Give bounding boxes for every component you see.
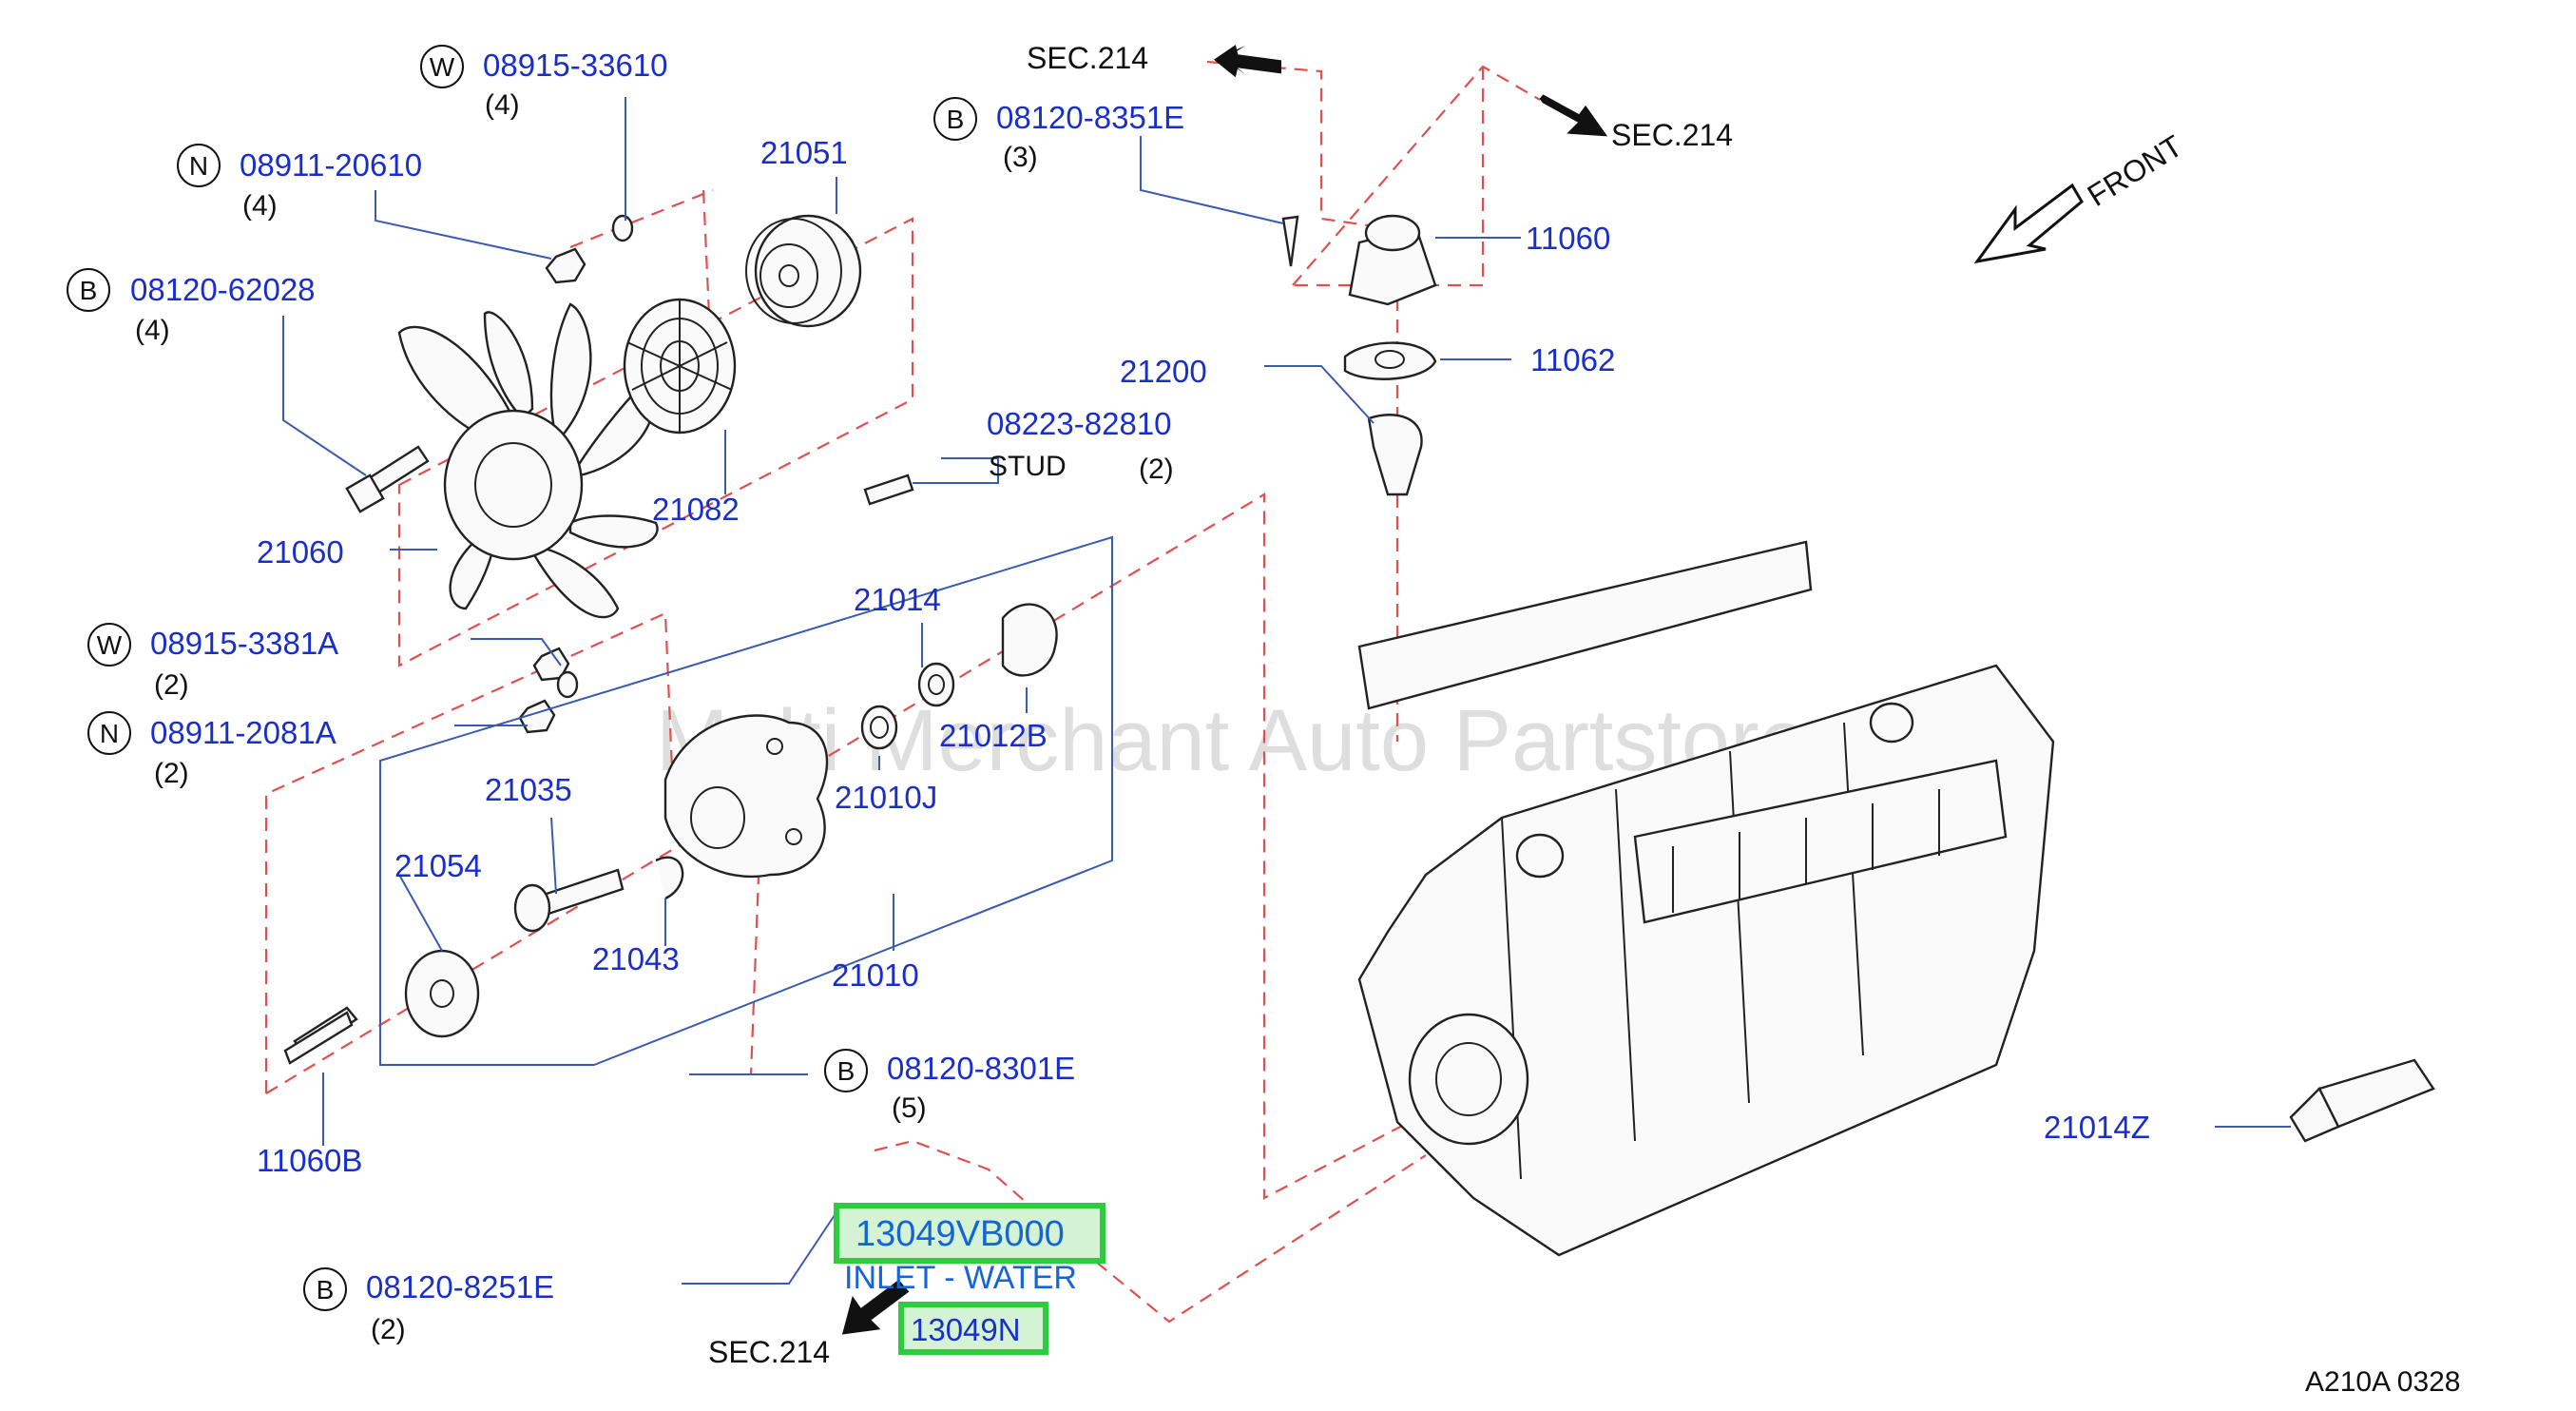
part-label-21060[interactable]: 21060 [257, 534, 344, 570]
part-label-08911-20610[interactable]: 08911-20610 [240, 147, 422, 183]
sec-214-top-right[interactable]: SEC.214 [1611, 118, 1733, 152]
part-label-11060B[interactable]: 11060B [257, 1143, 362, 1178]
thermostat-housing-11060 [1281, 214, 1437, 496]
qty-08911-2081A: (2) [154, 758, 189, 789]
diagram-code: A210A 0328 [2305, 1366, 2461, 1398]
highlight-13049VB000 [834, 1203, 1105, 1264]
fan-clutch-21082 [623, 298, 737, 435]
qty-08120-8301E: (5) [892, 1092, 927, 1124]
svg-text:B: B [317, 1275, 335, 1305]
watermark: Multi Merchant Auto Partstore [656, 692, 1808, 789]
fasteners-left [293, 214, 914, 1055]
qty-08120-8351E: (3) [1003, 142, 1038, 173]
part-label-08911-2081A[interactable]: 08911-2081A [150, 715, 336, 750]
part-label-08120-8351E[interactable]: 08120-8351E [996, 100, 1184, 135]
marker-N-08911-2081A: N [87, 711, 131, 755]
part-label-08223-82810[interactable]: 08223-82810 [987, 406, 1172, 441]
part-label-13049N[interactable]: 13049N [911, 1312, 1021, 1347]
svg-text:N: N [100, 719, 119, 748]
qty-08120-62028: (4) [135, 315, 170, 346]
part-label-21010J[interactable]: 21010J [835, 780, 937, 815]
engine-block [1357, 540, 2055, 1257]
part-label-21014Z[interactable]: 21014Z [2044, 1110, 2150, 1145]
part-label-11060[interactable]: 11060 [1526, 221, 1610, 256]
pulley-21051 [745, 214, 862, 328]
part-label-21200[interactable]: 21200 [1120, 354, 1207, 389]
qty-08223-82810: (2) [1139, 454, 1174, 485]
section-arrows [841, 45, 1608, 1335]
part-label-21014[interactable]: 21014 [854, 582, 941, 617]
marker-W-08915-33610: W [420, 45, 464, 88]
front-label: FRONT [2082, 128, 2189, 213]
svg-text:B: B [80, 276, 98, 305]
marker-B-08120-8251E: B [303, 1267, 347, 1311]
sec-214-bottom[interactable]: SEC.214 [708, 1335, 830, 1369]
part-label-08120-8301E[interactable]: 08120-8301E [887, 1051, 1075, 1086]
stud-label: STUD [989, 451, 1067, 482]
marker-B-08120-8301E: B [824, 1049, 868, 1092]
part-label-08120-8251E[interactable]: 08120-8251E [366, 1269, 554, 1305]
part-label-21082[interactable]: 21082 [652, 492, 740, 527]
fan-21060 [397, 302, 659, 619]
part-label-21010[interactable]: 21010 [832, 957, 919, 993]
leader-lines [282, 97, 2291, 1285]
sec-214-top-left[interactable]: SEC.214 [1027, 41, 1148, 75]
part-label-13049VB000[interactable]: 13049VB000 [855, 1214, 1065, 1254]
qty-08915-3381A: (2) [154, 669, 189, 701]
marker-W-08915-3381A: W [87, 623, 131, 667]
marker-B-08120-8351E: B [933, 97, 977, 141]
part-label-08120-62028[interactable]: 08120-62028 [130, 272, 316, 307]
part-label-08915-3381A[interactable]: 08915-3381A [150, 626, 338, 661]
part-label-08915-33610[interactable]: 08915-33610 [483, 48, 668, 83]
part-label-21035[interactable]: 21035 [485, 772, 572, 807]
part-label-21012B[interactable]: 21012B [939, 718, 1048, 753]
sealant-tube-21014Z [2289, 1058, 2435, 1143]
svg-text:N: N [189, 151, 208, 181]
qty-08915-33610: (4) [485, 89, 520, 121]
inlet-water-label: INLET - WATER [844, 1260, 1077, 1296]
water-pump-21010 [283, 603, 1058, 1065]
marker-N-08911-20610: N [177, 144, 221, 187]
svg-text:W: W [430, 52, 455, 82]
part-label-21054[interactable]: 21054 [394, 848, 482, 883]
marker-B-08120-62028: B [67, 268, 110, 312]
pump-group-outline [379, 535, 1113, 1066]
front-arrow-icon [1973, 183, 2084, 264]
part-label-21043[interactable]: 21043 [592, 941, 680, 976]
svg-text:W: W [97, 630, 123, 660]
qty-08911-20610: (4) [242, 190, 278, 222]
svg-text:B: B [837, 1056, 855, 1086]
highlight-13049N [898, 1302, 1048, 1355]
part-label-11062[interactable]: 11062 [1530, 342, 1615, 377]
qty-08120-8251E: (2) [371, 1314, 406, 1345]
part-label-21051[interactable]: 21051 [760, 135, 848, 170]
svg-text:B: B [947, 105, 965, 134]
